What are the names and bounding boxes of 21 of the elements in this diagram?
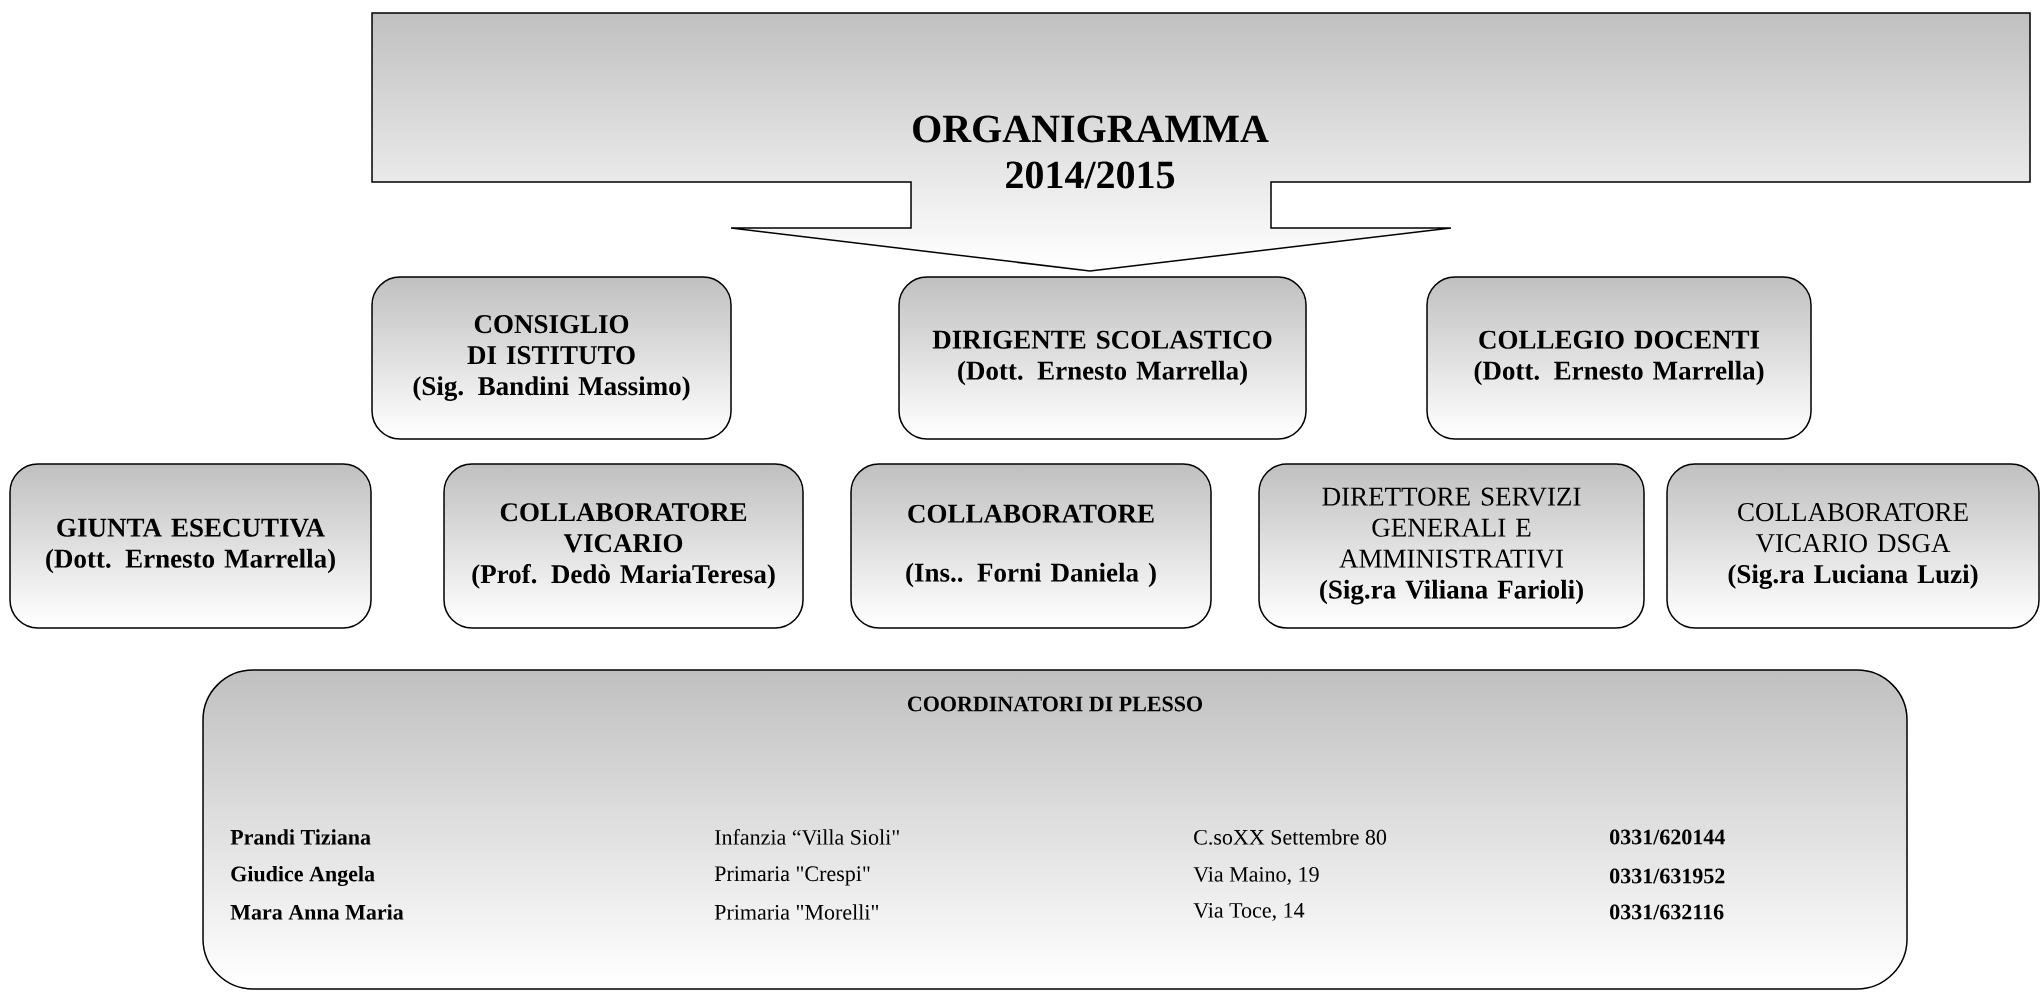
- rounded-box: COLLABORATORE (Ins.. Forni Daniela ): [850, 463, 1212, 629]
- table-cell: 0331/632116: [1610, 904, 1724, 920]
- table-cell: Via Toce, 14: [1193, 903, 1305, 921]
- rounded-box: COLLEGIO DOCENTI (Dott. Ernesto Marrella): [1426, 276, 1812, 440]
- table-cell: Prandi Tiziana: [230, 829, 371, 845]
- table-cell: 0331/620144: [1610, 829, 1725, 845]
- table-cell: Primaria "Crespi": [714, 866, 870, 886]
- rounded-box: CONSIGLIO DI ISTITUTO (Sig. Bandini Massimo): [371, 276, 732, 440]
- table-cell: Primaria "Morelli": [714, 904, 879, 920]
- table-cell: 0331/631952: [1610, 868, 1725, 884]
- table-cell: C.soXX Settembre 80: [1194, 829, 1387, 845]
- table-cell: Infanzia “Villa Sioli": [715, 829, 899, 845]
- rounded-box: COLLABORATORE VICARIO DSGA (Sig.ra Luciana Luzi): [1666, 463, 2040, 629]
- title-arrow-callout: ORGANIGRAMMA 2014/2015: [371, 12, 2031, 272]
- table-cell: Via Maino, 19: [1193, 867, 1319, 885]
- rounded-box: COLLABORATORE VICARIO (Prof. Dedò MariaTeresa): [443, 463, 804, 629]
- rounded-box: GIUNTA ESECUTIVA (Dott. Ernesto Marrella): [9, 463, 372, 629]
- rounded-box: DIRETTORE SERVIZI GENERALI E AMMINISTRATIVI (Sig.ra Viliana Farioli): [1258, 463, 1645, 629]
- table-cell: Giudice Angela: [231, 865, 375, 887]
- rounded-box: DIRIGENTE SCOLASTICO (Dott. Ernesto Marrella): [898, 276, 1307, 440]
- table-cell: Mara Anna Maria: [230, 904, 404, 920]
